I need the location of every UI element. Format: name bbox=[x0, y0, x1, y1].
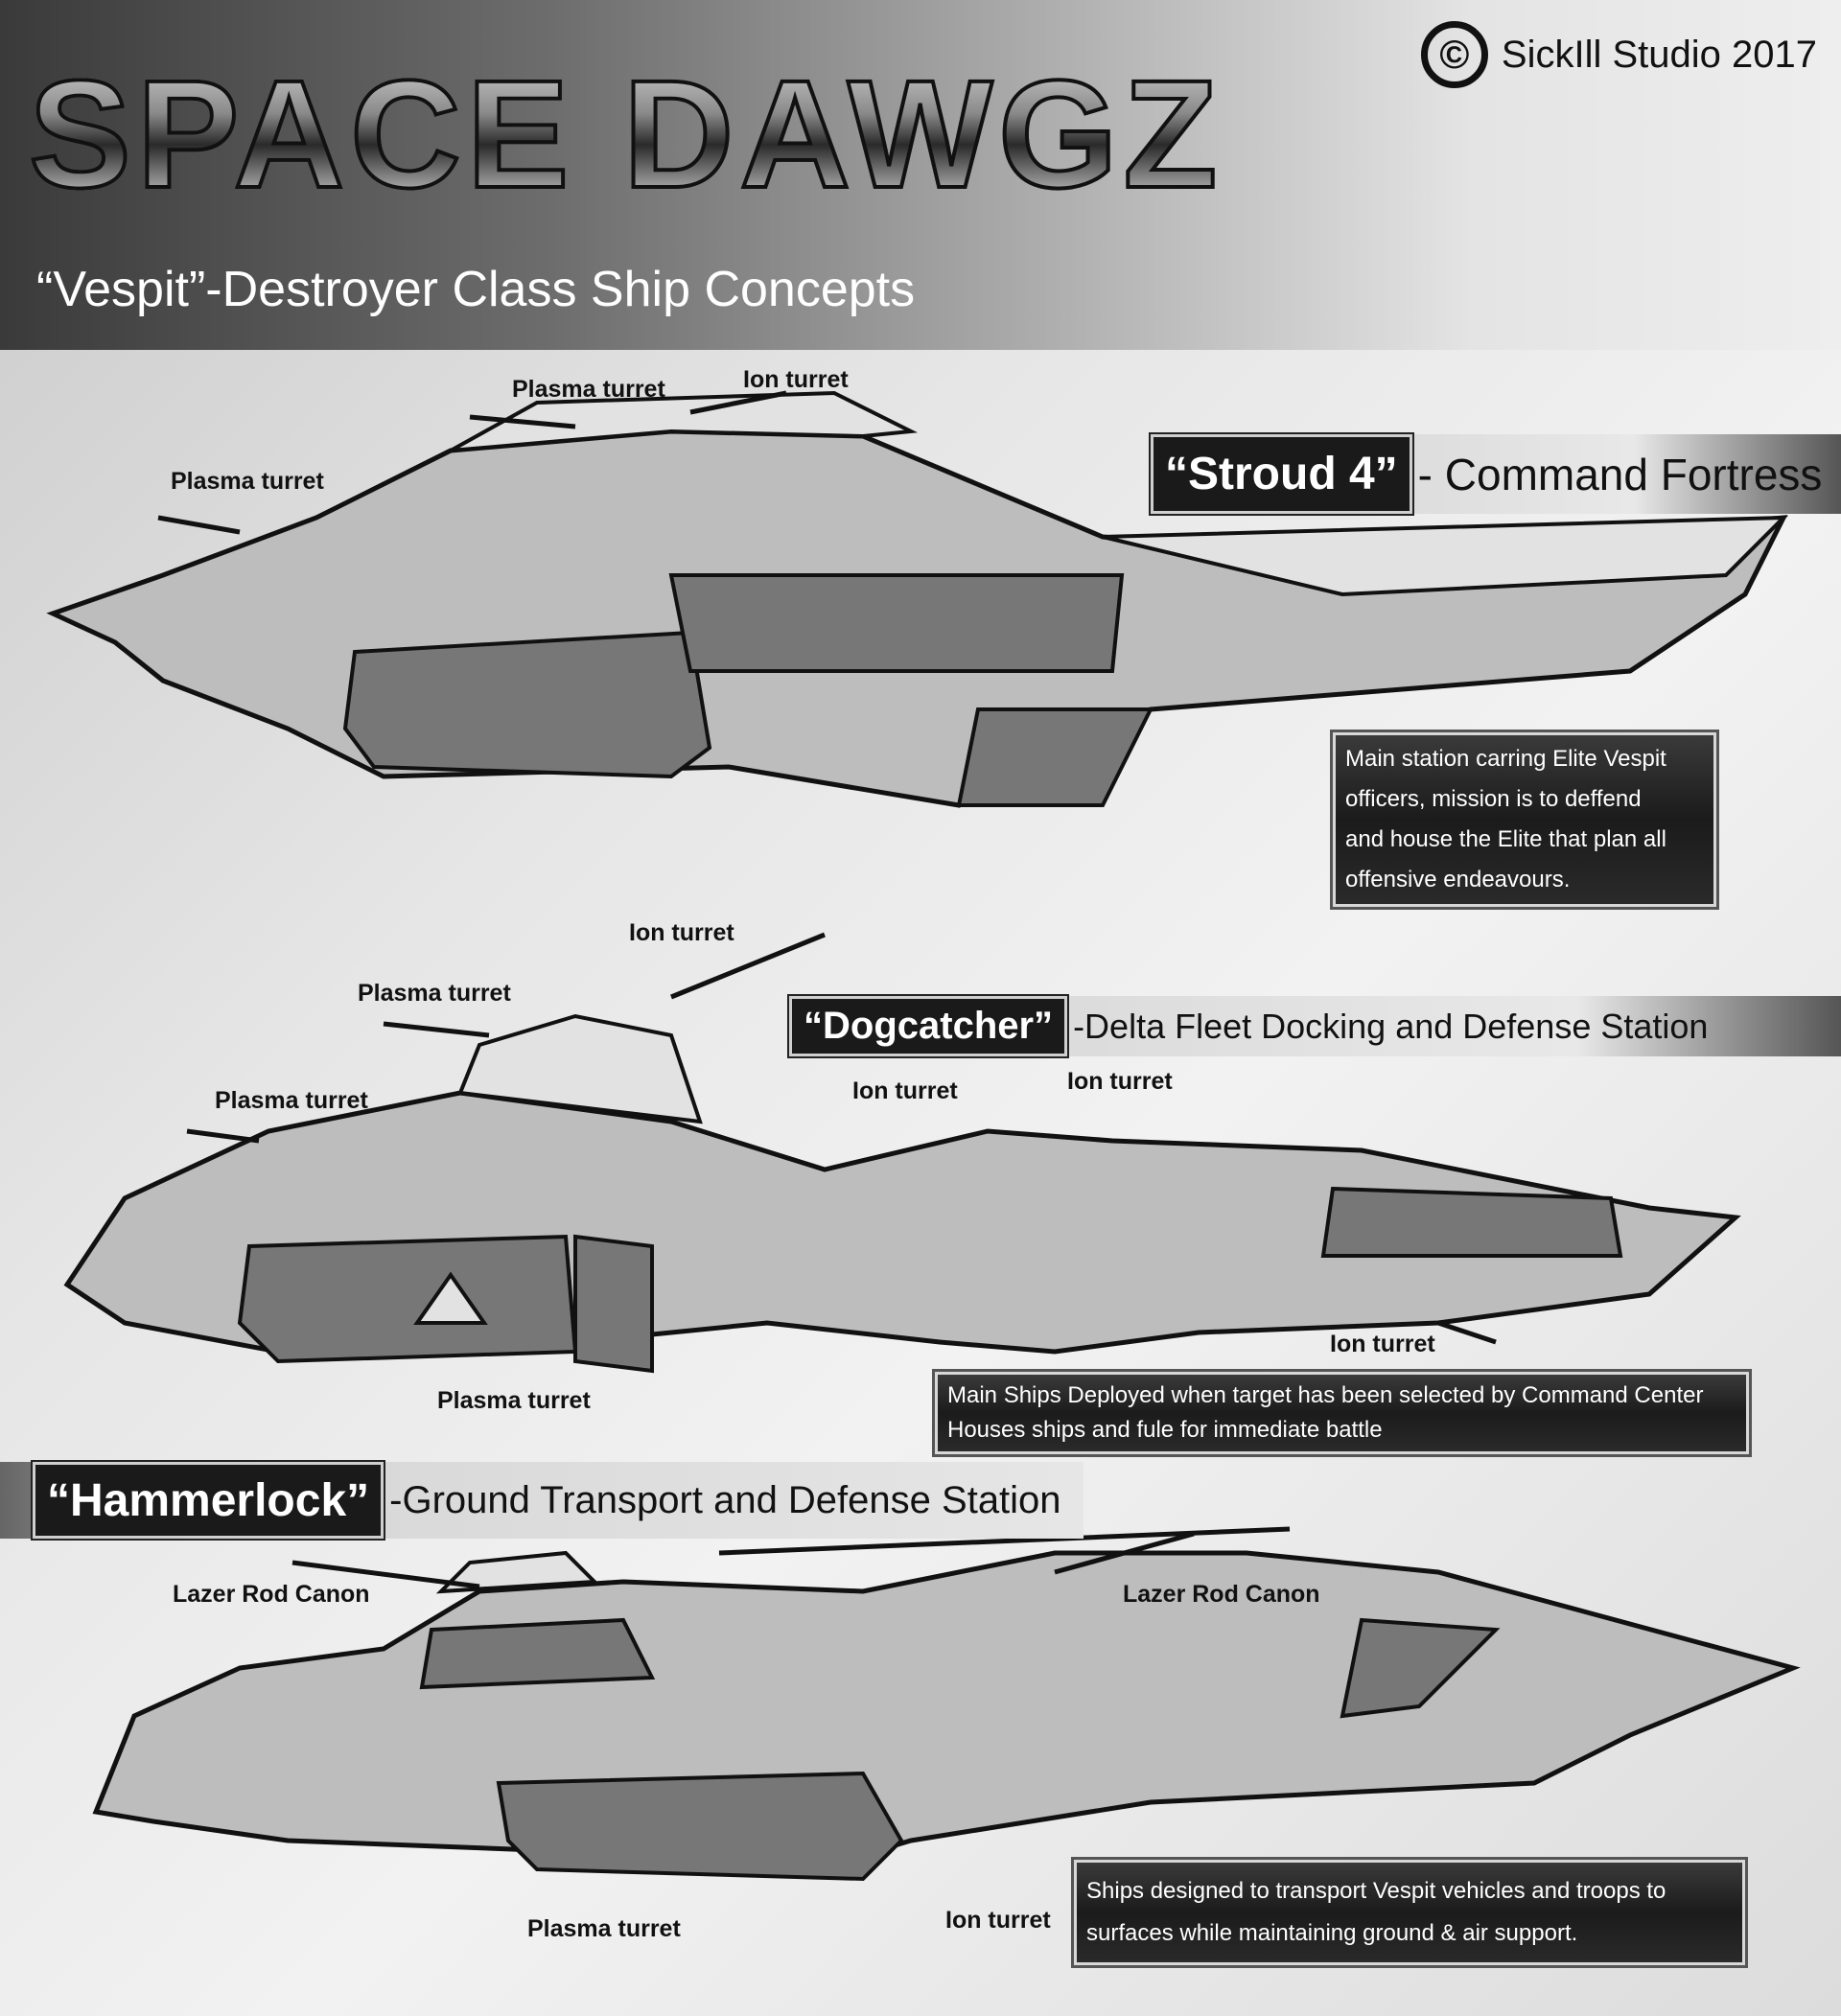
description-line: officers, mission is to deffend bbox=[1345, 786, 1642, 812]
stroud-4-banner: “Stroud 4” - Command Fortress bbox=[1149, 432, 1841, 516]
ship-title: -Ground Transport and Defense Station bbox=[389, 1478, 1061, 1521]
label-ion-turret: Ion turret bbox=[945, 1907, 1051, 1934]
label-ion-turret: Ion turret bbox=[1330, 1331, 1435, 1357]
description-line: Main station carring Elite Vespit bbox=[1345, 746, 1666, 772]
logo: SPACE DAWGZ bbox=[27, 29, 1223, 240]
ship-stroud-4-illustration bbox=[46, 390, 1788, 808]
dogcatcher-banner: “Dogcatcher” -Delta Fleet Docking and De… bbox=[786, 994, 1841, 1058]
dogcatcher-description: Main Ships Deployed when target has been… bbox=[932, 1369, 1752, 1457]
ship-name: “Dogcatcher” bbox=[786, 994, 1070, 1058]
description-line: Houses ships and fule for immediate batt… bbox=[947, 1417, 1383, 1443]
label-plasma-turret: Plasma turret bbox=[527, 1915, 681, 1942]
header-band: SPACE DAWGZ “Vespit”-Destroyer Class Shi… bbox=[0, 0, 1841, 350]
hammerlock-banner: “Hammerlock” -Ground Transport and Defen… bbox=[0, 1460, 1084, 1541]
hammerlock-description: Ships designed to transport Vespit vehic… bbox=[1071, 1857, 1748, 1968]
description-line: offensive endeavours. bbox=[1345, 867, 1571, 892]
label-lazer-rod-canon: Lazer Rod Canon bbox=[173, 1581, 370, 1608]
label-plasma-turret: Plasma turret bbox=[512, 376, 665, 403]
label-plasma-turret: Plasma turret bbox=[358, 980, 511, 1007]
label-plasma-turret: Plasma turret bbox=[437, 1387, 591, 1414]
ship-name: “Stroud 4” bbox=[1149, 432, 1414, 516]
label-ion-turret: Ion turret bbox=[629, 919, 734, 946]
label-ion-turret: Ion turret bbox=[1067, 1068, 1173, 1095]
ship-title: -Delta Fleet Docking and Defense Station bbox=[1073, 1006, 1709, 1046]
ship-title: - Command Fortress bbox=[1417, 449, 1823, 499]
label-plasma-turret: Plasma turret bbox=[171, 468, 324, 495]
label-ion-turret: Ion turret bbox=[852, 1078, 958, 1104]
description-line: and house the Elite that plan all bbox=[1345, 826, 1666, 852]
description-line: surfaces while maintaining ground & air … bbox=[1086, 1920, 1578, 1946]
ship-name: “Hammerlock” bbox=[30, 1460, 386, 1541]
stroud-4-description: Main station carring Elite Vespit office… bbox=[1330, 730, 1719, 910]
description-line: Main Ships Deployed when target has been… bbox=[947, 1382, 1704, 1408]
ship-dogcatcher-illustration bbox=[63, 932, 1741, 1374]
description-line: Ships designed to transport Vespit vehic… bbox=[1086, 1878, 1666, 1904]
copyright-text: SickIll Studio 2017 bbox=[1501, 33, 1817, 76]
label-lazer-rod-canon: Lazer Rod Canon bbox=[1123, 1581, 1320, 1608]
label-plasma-turret: Plasma turret bbox=[215, 1087, 368, 1114]
label-ion-turret: Ion turret bbox=[743, 366, 849, 393]
copyright: © SickIll Studio 2017 bbox=[1420, 21, 1817, 88]
copyright-icon: © bbox=[1420, 21, 1488, 88]
subtitle: “Vespit”-Destroyer Class Ship Concepts bbox=[36, 262, 916, 317]
ship-hammerlock-illustration bbox=[92, 1526, 1801, 1882]
